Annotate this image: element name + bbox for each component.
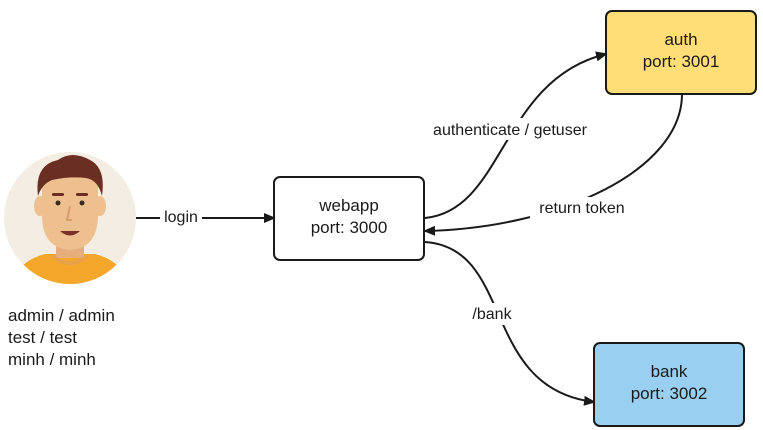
node-webapp-name: webapp bbox=[318, 196, 379, 215]
edge-label-authenticate: authenticate / getuser bbox=[433, 122, 588, 139]
edge-return-token bbox=[423, 93, 683, 236]
edge-authenticate bbox=[424, 51, 608, 219]
edge-label-return-token: return token bbox=[539, 200, 624, 217]
node-auth-port: port: 3001 bbox=[643, 52, 720, 71]
node-bank: bank port: 3002 bbox=[593, 342, 745, 427]
edge-label-login: login bbox=[164, 209, 198, 226]
node-webapp: webapp port: 3000 bbox=[273, 176, 425, 261]
node-bank-port: port: 3002 bbox=[631, 384, 708, 403]
credential-item: test / test bbox=[8, 328, 77, 347]
credential-item: minh / minh bbox=[8, 350, 96, 369]
credentials-list: admin / admin test / test minh / minh bbox=[8, 305, 115, 371]
node-bank-name: bank bbox=[651, 362, 688, 381]
node-auth: auth port: 3001 bbox=[605, 10, 757, 95]
node-webapp-port: port: 3000 bbox=[311, 218, 388, 237]
node-auth-name: auth bbox=[664, 30, 697, 49]
credential-item: admin / admin bbox=[8, 306, 115, 325]
user-avatar-icon bbox=[4, 152, 136, 284]
edge-label-bank: /bank bbox=[472, 306, 512, 323]
